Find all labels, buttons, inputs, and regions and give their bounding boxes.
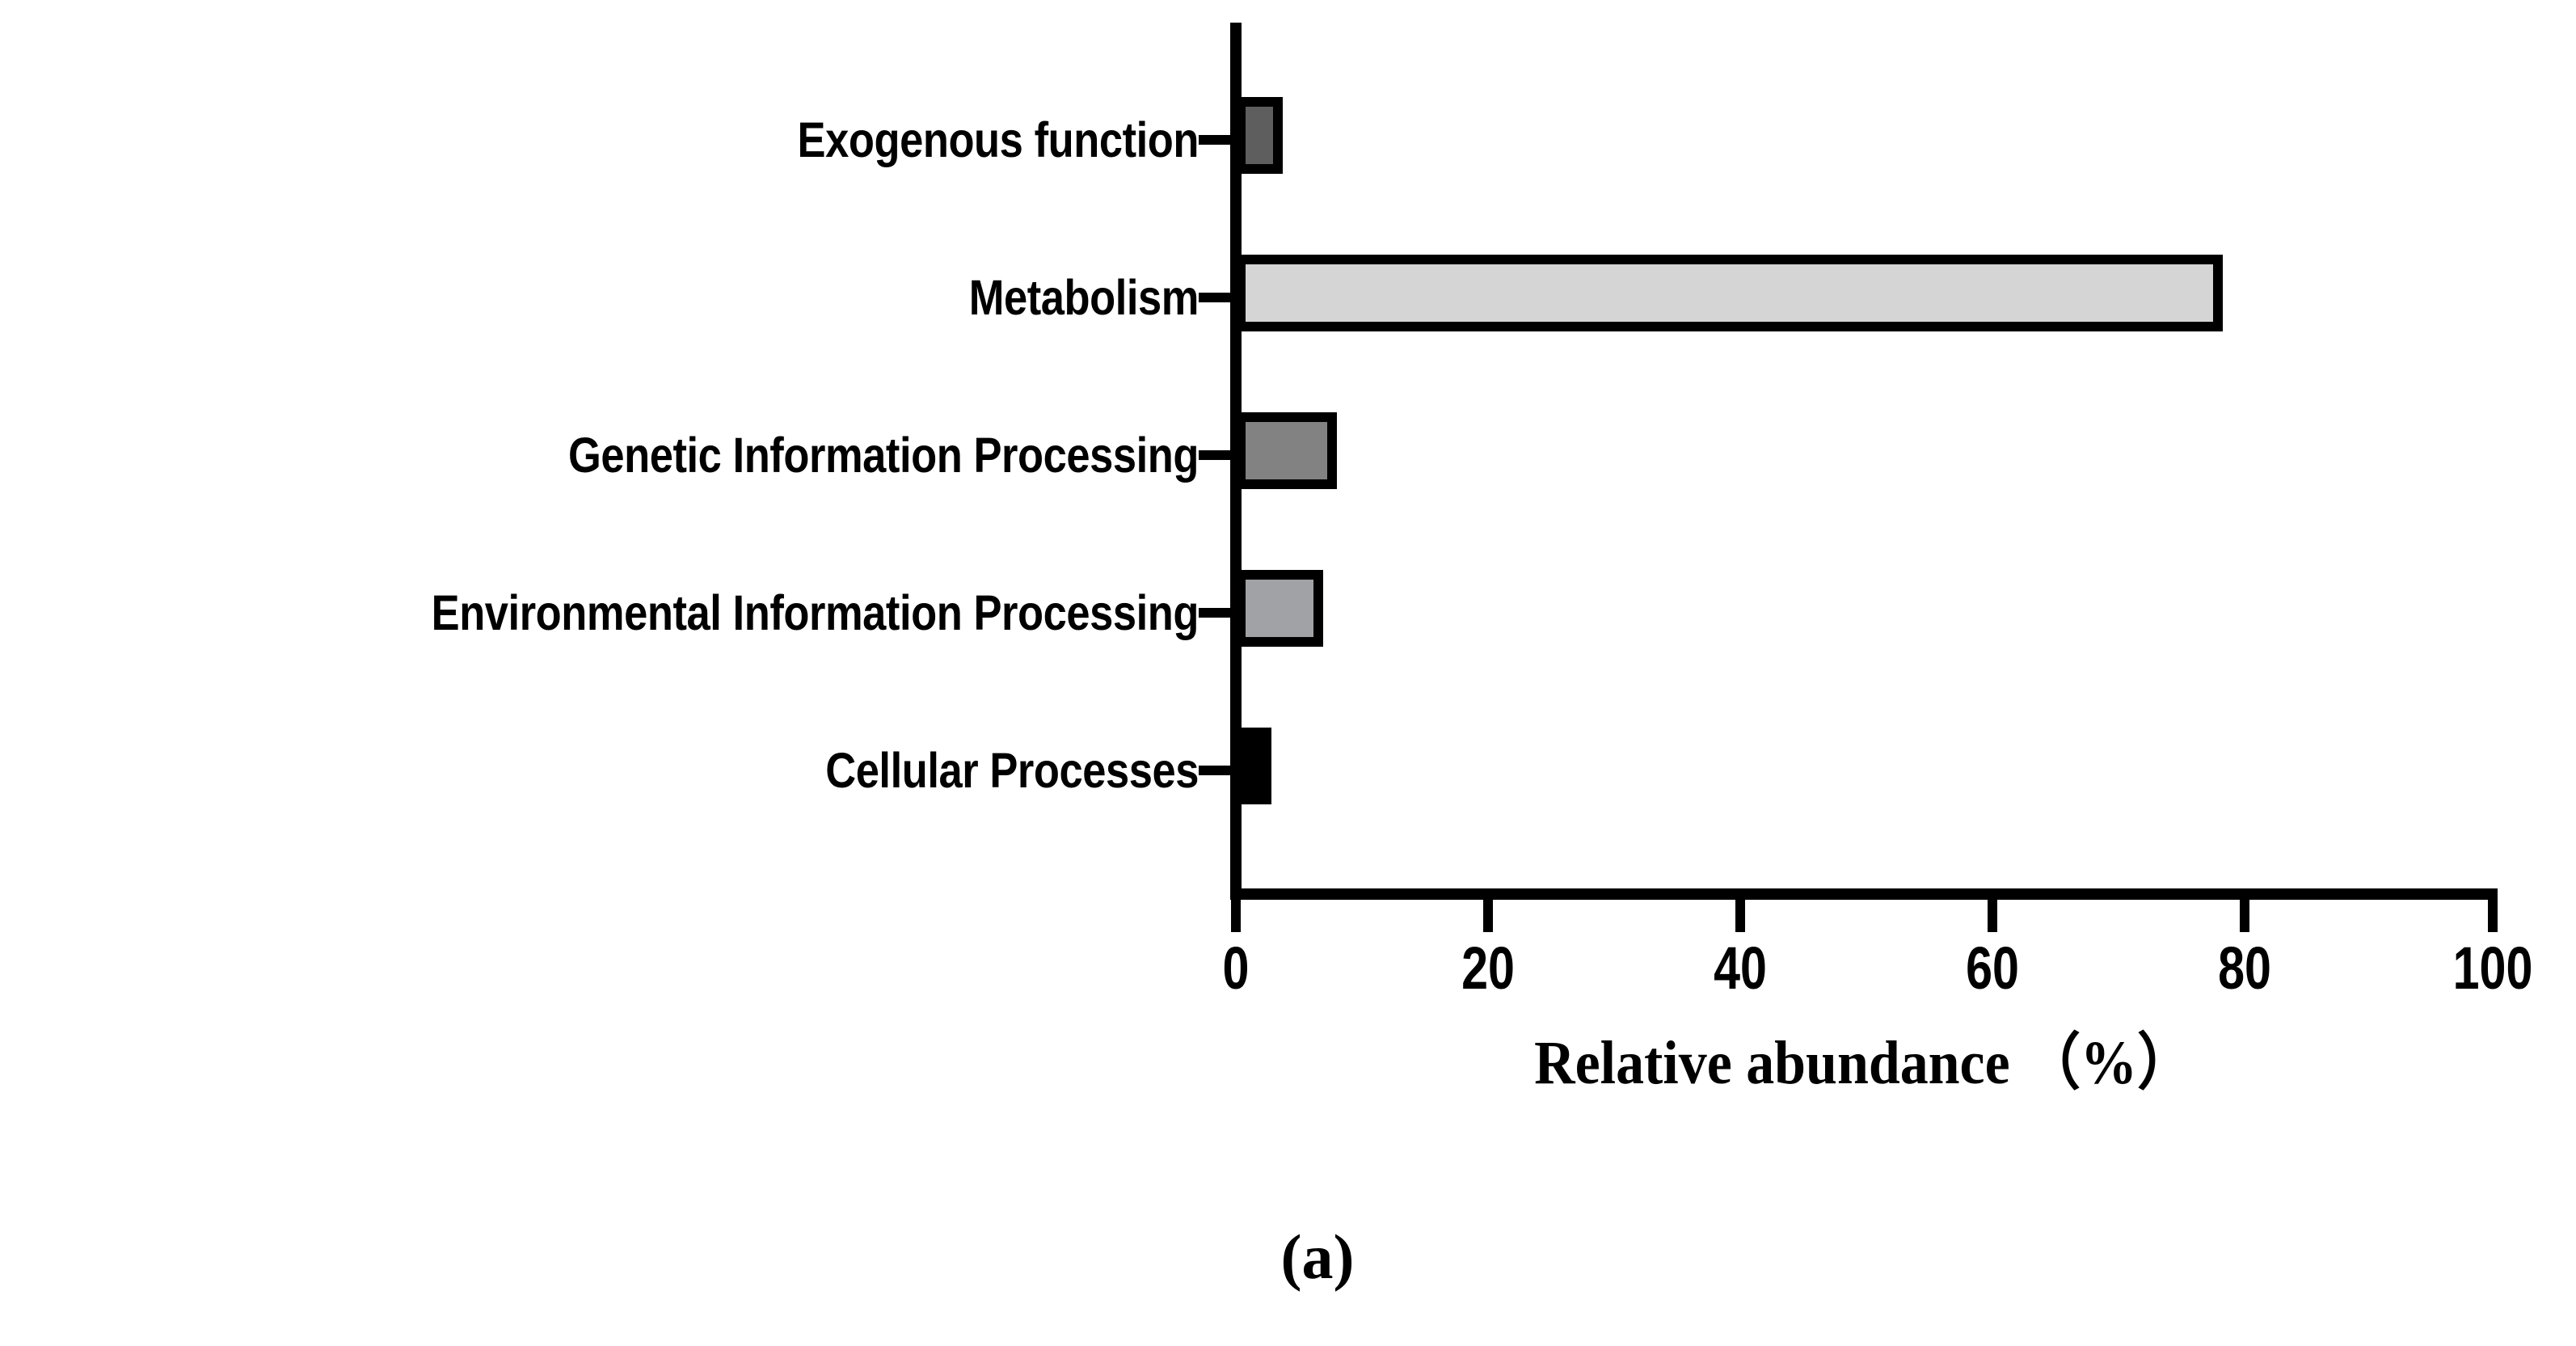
bar-environmental-information-processing — [1236, 570, 1323, 647]
x-tick-40 — [1735, 900, 1745, 932]
x-tick-20 — [1483, 900, 1493, 932]
bar-cellular-processes — [1236, 728, 1271, 804]
x-axis-title: Relative abundance （%） — [1534, 1029, 2194, 1097]
category-label-exogenous-function: Exogenous function — [797, 112, 1199, 167]
y-tick-0 — [1199, 135, 1231, 145]
category-label-metabolism: Metabolism — [968, 270, 1199, 325]
x-tick-60 — [1988, 900, 1997, 932]
bar-metabolism — [1236, 255, 2223, 331]
y-tick-1 — [1199, 293, 1231, 302]
category-label-genetic-information-processing: Genetic Information Processing — [567, 428, 1199, 483]
bar-exogenous-function — [1236, 97, 1283, 174]
x-tick-label-100: 100 — [2452, 935, 2533, 1002]
x-tick-label-60: 60 — [1966, 935, 2019, 1002]
x-tick-0 — [1231, 900, 1241, 932]
category-label-cellular-processes: Cellular Processes — [825, 743, 1199, 798]
y-tick-4 — [1199, 766, 1231, 775]
panel-label: (a) — [1280, 1222, 1355, 1292]
category-label-environmental-information-processing: Environmental Information Processing — [431, 585, 1199, 640]
x-tick-100 — [2488, 900, 2498, 932]
y-tick-2 — [1199, 450, 1231, 460]
x-axis-line — [1230, 888, 2498, 900]
bar-genetic-information-processing — [1236, 412, 1337, 489]
x-tick-label-0: 0 — [1222, 935, 1250, 1002]
x-tick-label-80: 80 — [2218, 935, 2271, 1002]
y-tick-3 — [1199, 608, 1231, 618]
x-tick-80 — [2240, 900, 2249, 932]
x-tick-label-40: 40 — [1714, 935, 1767, 1002]
x-tick-label-20: 20 — [1461, 935, 1515, 1002]
